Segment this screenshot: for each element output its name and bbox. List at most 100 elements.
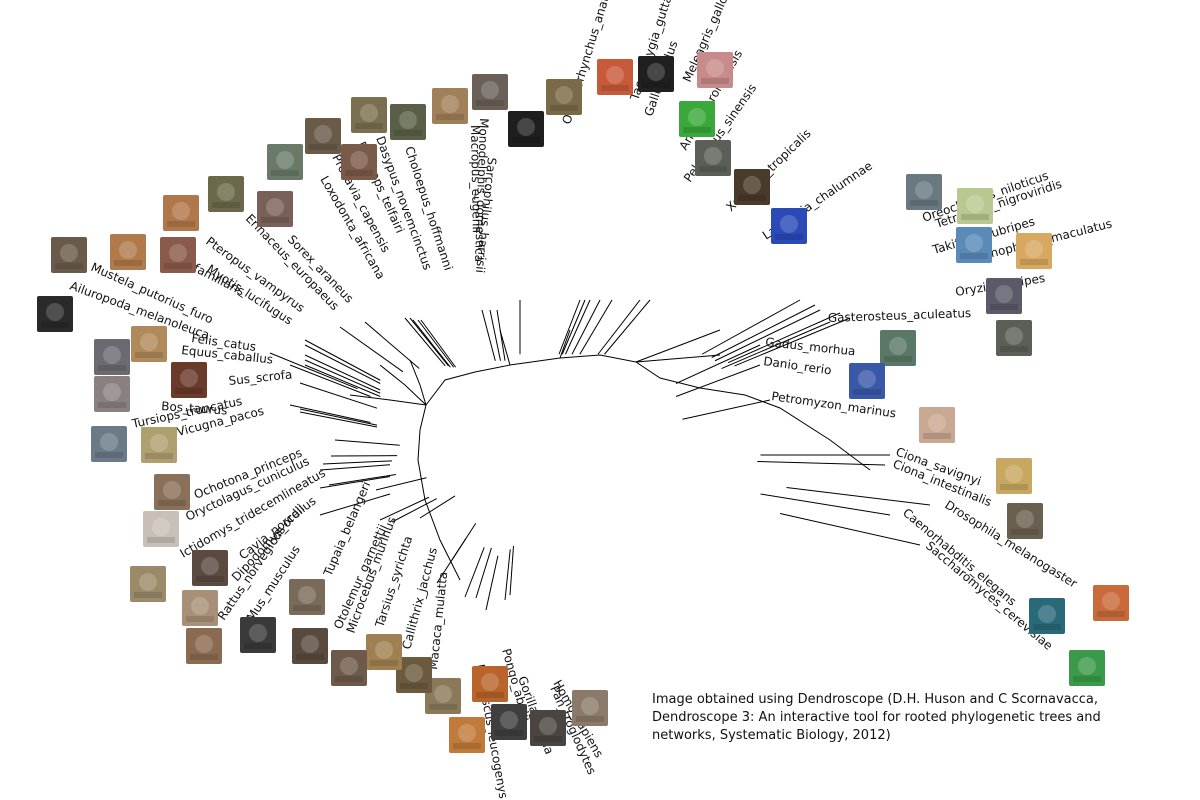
dolphin-photo — [91, 426, 127, 462]
tree-edge — [299, 382, 378, 409]
tenrec-photo — [341, 144, 377, 180]
gorilla-photo — [491, 704, 527, 740]
tree-edge — [721, 321, 831, 370]
tarsier-photo — [366, 634, 402, 670]
pig-photo — [171, 362, 207, 398]
fruit-bat-photo — [163, 195, 199, 231]
tree-edge — [299, 408, 378, 426]
attribution-caption: Image obtained using Dendroscope (D.H. H… — [652, 691, 1172, 745]
tree-edge — [269, 352, 358, 390]
stickleback-photo — [996, 320, 1032, 356]
tree-edges — [269, 299, 931, 611]
tree-edge — [714, 309, 821, 362]
tree-edge — [417, 319, 455, 368]
taxon-labels: Homo_sapiensPan_troglodytesGorilla_goril… — [68, 0, 1113, 800]
tree-edge-backbone — [635, 354, 721, 363]
orangutan-photo — [472, 666, 508, 702]
taxon-label: Macropus_eugenii — [468, 125, 484, 233]
tree-edge — [579, 299, 613, 355]
taxon-label: Caenorhabditis_elegans — [900, 506, 1019, 609]
tree-edge — [289, 404, 371, 423]
caption-line-2: Dendroscope 3: An interactive tool for r… — [652, 710, 1101, 725]
tree-edge — [604, 299, 651, 355]
rat-photo — [186, 628, 222, 664]
pika-photo — [154, 474, 190, 510]
sea-squirt-2-photo — [1007, 503, 1043, 539]
mouse-lemur-photo — [331, 650, 367, 686]
taxon-label: Sus_scrofa — [228, 367, 293, 388]
rabbit-photo — [143, 511, 179, 547]
gibbon-photo — [449, 717, 485, 753]
caption-line-1: Image obtained using Dendroscope (D.H. H… — [652, 692, 1099, 707]
taxon-label: Gasterosteus_aculeatus — [828, 306, 972, 325]
turtle-photo — [695, 140, 731, 176]
taxon-label: Monodelphis_domestica — [472, 118, 491, 262]
kangaroo-rat-photo — [182, 590, 218, 626]
tree-edge-backbone — [635, 329, 721, 363]
tree-edge — [304, 364, 381, 397]
tree-edge — [464, 547, 485, 598]
alpaca-photo — [141, 427, 177, 463]
human-portrait — [572, 690, 608, 726]
tree-edge-backbone — [499, 329, 511, 366]
tree-edge — [682, 399, 771, 420]
tree-edge — [727, 312, 841, 364]
tree-edge — [489, 309, 501, 361]
chicken-photo — [638, 56, 674, 92]
platypus-photo — [546, 79, 582, 115]
tree-edge — [322, 460, 392, 465]
anole-photo — [679, 101, 715, 137]
fugu-photo — [956, 227, 992, 263]
cat-photo — [131, 326, 167, 362]
tree-edge-backbone — [417, 404, 461, 581]
tree-edge — [597, 299, 641, 355]
tasmanian-devil-photo — [508, 111, 544, 147]
tree-edge — [339, 326, 404, 373]
mouse-photo — [240, 617, 276, 653]
tree-edge — [304, 339, 381, 381]
tree-edge — [786, 487, 931, 506]
tree-edge — [319, 475, 391, 489]
macaque-photo — [425, 678, 461, 714]
tree-edge — [289, 364, 371, 397]
panda-photo — [37, 296, 73, 332]
tree-edge — [779, 513, 921, 546]
shrew-photo — [257, 191, 293, 227]
tree-edge — [565, 299, 591, 355]
tree-edge — [375, 477, 427, 491]
tree-edge — [319, 493, 391, 516]
hyrax-photo — [305, 118, 341, 154]
tree-edge — [496, 309, 506, 361]
tree-edge — [757, 461, 886, 466]
tree-edge — [675, 364, 761, 397]
tree-edge-backbone — [635, 361, 871, 471]
tree-edge — [304, 354, 381, 391]
tree-edge — [419, 495, 456, 519]
taxon-thumbnails — [37, 52, 1129, 753]
marmoset-photo — [396, 657, 432, 693]
tree-edge — [481, 309, 496, 361]
tree-edge — [760, 493, 891, 516]
tree-edge — [304, 344, 381, 384]
turkey-photo — [697, 52, 733, 88]
tree-edge — [509, 545, 514, 596]
platyfish-photo — [1016, 233, 1052, 269]
galago-photo — [292, 628, 328, 664]
tree-edge-backbone — [509, 354, 637, 366]
taxon-label: Gadus_morhua — [765, 335, 856, 358]
worm-photo — [1029, 598, 1065, 634]
elephant-photo — [267, 144, 303, 180]
medaka-photo — [986, 278, 1022, 314]
tree-edge — [701, 299, 801, 355]
guinea-pig-photo — [192, 550, 228, 586]
sea-squirt-photo — [996, 458, 1032, 494]
tree-edge-backbone — [559, 329, 571, 359]
dog-photo — [110, 234, 146, 270]
zebra-finch-photo — [597, 59, 633, 95]
treeshrew-photo — [289, 579, 325, 615]
taxon-label: Danio_rerio — [763, 354, 833, 377]
caption-line-3: networks, Systematic Biology, 2012) — [652, 728, 891, 743]
tree-edge — [304, 359, 381, 394]
hedgehog-photo — [208, 176, 244, 212]
